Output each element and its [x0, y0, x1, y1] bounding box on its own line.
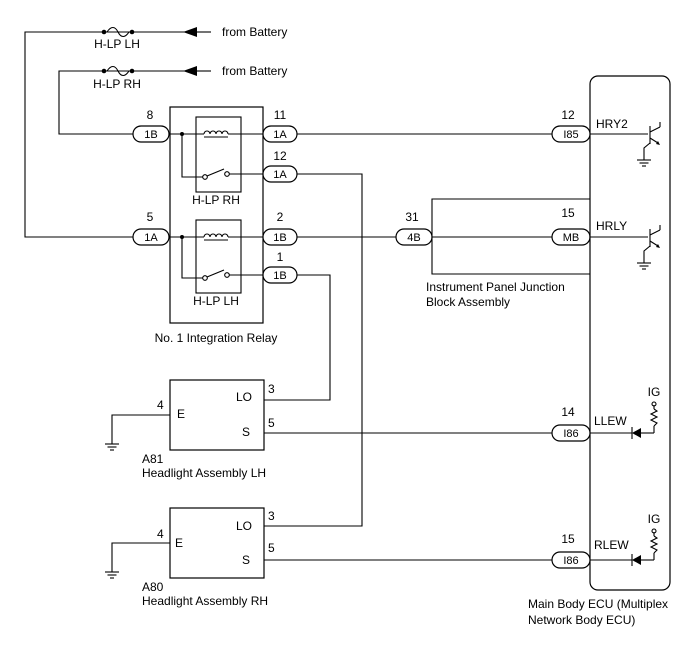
connector-1b-pin8	[132, 125, 170, 143]
relay-hlp-rh-label: H-LP RH	[192, 193, 240, 207]
ground-icon	[105, 571, 119, 579]
rlew-label: RLEW	[594, 538, 629, 552]
connector-i86-label: I86	[563, 428, 578, 440]
s-label: S	[242, 553, 250, 567]
headlight-assembly-lh: E LO S 3 5 4 A81 Headlight Assembly LH	[105, 379, 552, 480]
ground-icon	[637, 159, 651, 167]
connector-1b-label: 1B	[273, 232, 286, 244]
resistor-icon	[649, 401, 659, 433]
battery-feed-lh: from Battery H-LP LH	[24, 25, 287, 238]
wire-ground-lh	[111, 414, 170, 444]
headlight-lh-title: Headlight Assembly LH	[142, 466, 266, 480]
ground-icon	[105, 443, 119, 451]
pin-15-label: 15	[561, 206, 575, 220]
connector-1b-label: 1B	[273, 270, 286, 282]
wire-ground-rh	[111, 542, 170, 572]
hry2-label: HRY2	[596, 117, 628, 131]
junction-block-title-2: Block Assembly	[426, 295, 510, 309]
lo-label: LO	[236, 519, 252, 533]
wire-lo-lh	[264, 274, 331, 401]
pin-4-label: 4	[157, 398, 164, 412]
fuse-icon	[101, 65, 135, 77]
pin-5-label: 5	[268, 541, 275, 555]
ig-label-2: IG	[648, 512, 661, 526]
llew-label: LLEW	[594, 414, 627, 428]
pin-3-label: 3	[268, 382, 275, 396]
s-label: S	[242, 425, 250, 439]
connector-1a-label: 1A	[144, 232, 158, 244]
junction-block-border	[431, 198, 590, 237]
e-label: E	[177, 407, 185, 421]
wire-lo-rh	[264, 173, 363, 527]
ground-icon	[637, 262, 651, 270]
headlight-lh-code: A81	[142, 452, 164, 466]
pin-2-label: 2	[277, 210, 284, 224]
headlight-rh-title: Headlight Assembly RH	[142, 594, 268, 608]
pin-3-label: 3	[268, 509, 275, 523]
integration-relay-title: No. 1 Integration Relay	[155, 331, 278, 345]
pin-5-label: 5	[147, 210, 154, 224]
relay-coil-icon	[203, 130, 229, 138]
pin-12-label: 12	[273, 149, 287, 163]
transistor-icon	[590, 225, 661, 263]
from-battery-label-2: from Battery	[222, 64, 287, 78]
connector-i85-label: I85	[563, 129, 578, 141]
connector-mb-label: MB	[563, 232, 580, 244]
pin-8-label: 8	[147, 108, 154, 122]
diode-icon	[631, 427, 654, 439]
ecu-title-1: Main Body ECU (Multiplex	[528, 597, 668, 611]
hrly-label: HRLY	[596, 219, 627, 233]
diode-icon	[631, 554, 654, 566]
ecu-pin-12-label: 12	[561, 108, 575, 122]
connector-1a-label: 1A	[273, 129, 287, 141]
pin-4-label: 4	[157, 527, 164, 541]
fuse-hlp-rh-label: H-LP RH	[93, 77, 141, 91]
relay-lh-box	[195, 219, 242, 294]
relay-coil-icon	[203, 233, 229, 241]
connector-1a-label: 1A	[273, 169, 287, 181]
fuse-hlp-lh-label: H-LP LH	[94, 37, 140, 51]
pin-1-label: 1	[277, 250, 284, 264]
connector-1b-label: 1B	[144, 129, 157, 141]
ecu-pin-14-label: 14	[561, 405, 575, 419]
lo-label: LO	[236, 390, 252, 404]
headlight-assembly-rh: E LO S 3 5 4 A80 Headlight Assembly RH	[105, 507, 552, 608]
battery-feed-rh: from Battery H-LP RH	[58, 64, 287, 135]
pin-31-label: 31	[405, 210, 419, 224]
ecu-title-2: Network Body ECU)	[528, 613, 635, 627]
connector-4b-label: 4B	[407, 232, 420, 244]
ecu-pin-15-label: 15	[561, 532, 575, 546]
integration-relay: No. 1 Integration Relay H-LP RH H-LP LH	[132, 106, 298, 345]
e-label: E	[175, 536, 183, 550]
main-body-ecu: Main Body ECU (Multiplex Network Body EC…	[528, 75, 671, 627]
transistor-icon	[590, 122, 661, 160]
fuse-icon	[101, 26, 135, 38]
pin-11-label: 11	[274, 108, 287, 122]
resistor-icon	[649, 528, 659, 560]
connector-i86-label: I86	[563, 555, 578, 567]
ig-label-1: IG	[648, 385, 661, 399]
from-battery-label-1: from Battery	[222, 25, 287, 39]
junction-block: 31 4B 15 MB Instrument Panel Junction Bl…	[395, 198, 591, 309]
junction-block-title-1: Instrument Panel Junction	[426, 280, 565, 294]
pin-5-label: 5	[268, 416, 275, 430]
headlight-rh-code: A80	[142, 580, 164, 594]
relay-rh-box	[195, 116, 242, 193]
relay-hlp-lh-label: H-LP LH	[193, 294, 239, 308]
connector-1a-pin5	[132, 228, 170, 246]
